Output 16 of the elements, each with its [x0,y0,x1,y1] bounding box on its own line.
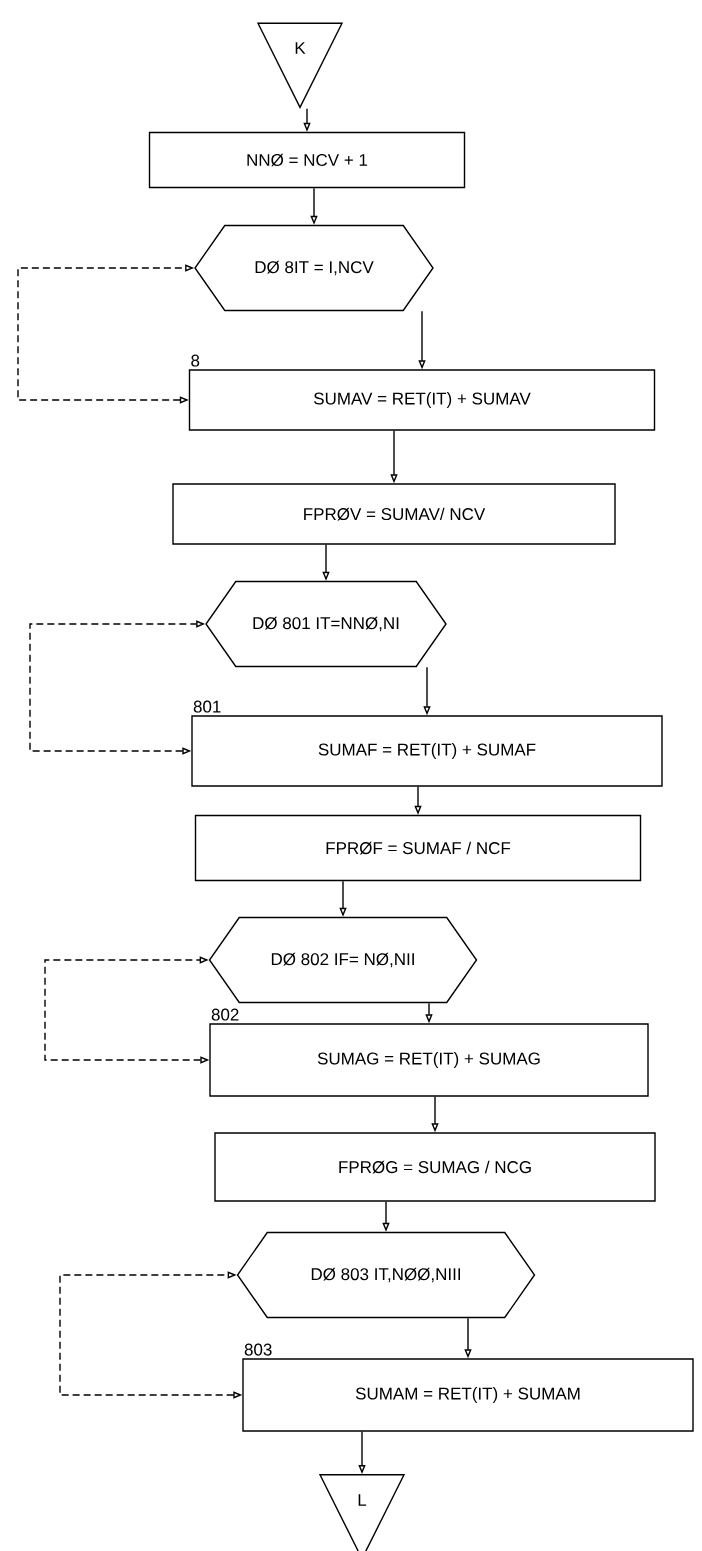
step-number: 803 [244,1343,272,1356]
process-box: NNØ = NCV + 1 [148,131,466,189]
process-box: SUMAF = RET(IT) + SUMAF [191,715,663,787]
loop-hexagon: DØ 803 IT,NØØ,NIII [236,1231,536,1319]
step-number: 802 [211,1008,239,1021]
process-box: FPRØG = SUMAG / NCG [214,1132,656,1202]
step-number: 8 [191,354,200,367]
process-box: SUMAM = RET(IT) + SUMAM [242,1358,694,1432]
process-box: SUMAV = RET(IT) + SUMAV [188,369,656,431]
step-number: 801 [193,700,221,713]
loop-hexagon: DØ 8IT = I,NCV [194,224,434,312]
loop-hexagon: DØ 801 IT=NNØ,NI [205,580,447,668]
loop-hexagon: DØ 802 IF= NØ,NII [208,916,478,1004]
process-box: FPRØF = SUMAF / NCF [194,814,642,882]
process-box: SUMAG = RET(IT) + SUMAG [209,1023,649,1097]
process-box: FPRØV = SUMAV/ NCV [172,483,616,545]
